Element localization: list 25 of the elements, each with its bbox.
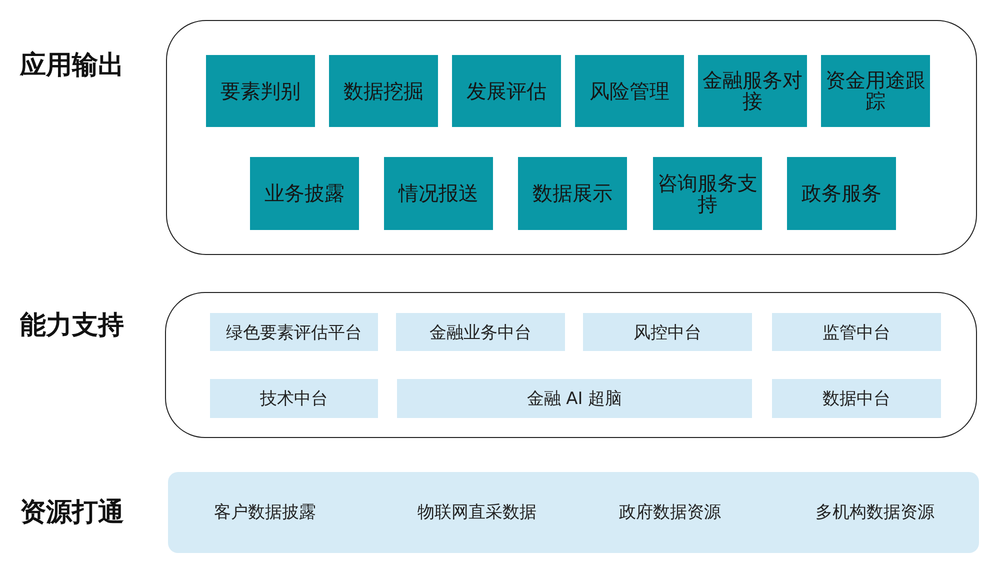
layer-heading: 资源打通: [20, 496, 124, 530]
function-box: 发展评估: [452, 55, 561, 127]
function-box: 数据展示: [518, 157, 627, 230]
resource-label: 政府数据资源: [619, 502, 721, 524]
capability-box: 监管中台: [772, 313, 941, 351]
resource-label: 物联网直采数据: [418, 502, 536, 524]
capability-box: 技术中台: [210, 379, 378, 418]
function-box: 要素判别: [206, 55, 315, 127]
function-box: 数据挖掘: [329, 55, 438, 127]
function-box: 情况报送: [384, 157, 493, 230]
capability-box: 风控中台: [583, 313, 752, 351]
function-box: 金融服务对接: [698, 55, 807, 127]
capability-box: 绿色要素评估平台: [210, 313, 378, 351]
function-box: 风险管理: [575, 55, 684, 127]
function-box: 业务披露: [250, 157, 359, 230]
resource-label: 客户数据披露: [214, 502, 316, 524]
layer-heading: 应用输出: [20, 50, 124, 82]
capability-box: 金融 AI 超脑: [397, 379, 752, 418]
function-box: 政务服务: [787, 157, 896, 230]
capability-box: 金融业务中台: [396, 313, 565, 351]
function-box: 咨询服务支持: [653, 157, 762, 230]
layer-heading: 能力支持: [20, 310, 124, 342]
resource-label: 多机构数据资源: [816, 502, 934, 524]
capability-box: 数据中台: [772, 379, 941, 418]
function-box: 资金用途跟踪: [821, 55, 930, 127]
